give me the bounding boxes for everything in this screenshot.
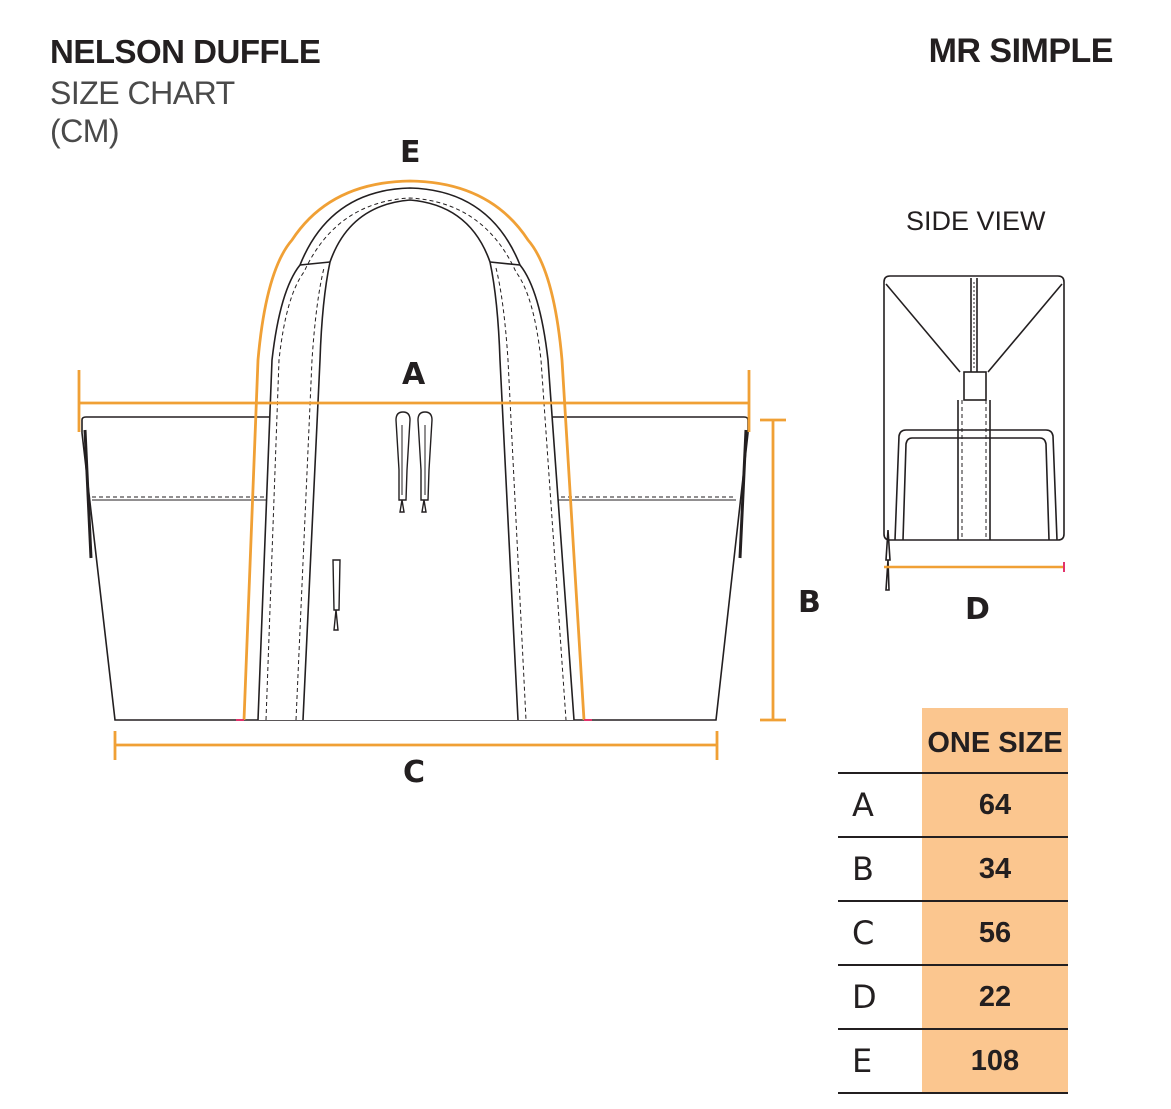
size-table-header-row: ONE SIZE [838, 708, 1068, 773]
zipper-pull-icon [332, 411, 433, 631]
row-value: 108 [922, 1029, 1068, 1093]
row-value: 22 [922, 965, 1068, 1029]
size-table-corner [838, 708, 922, 773]
brand-name: MR SIMPLE [928, 32, 1114, 70]
dimension-e-label: E [400, 135, 421, 170]
product-name: NELSON DUFFLE [50, 33, 321, 70]
table-row: D 22 [838, 965, 1068, 1029]
dimension-b-label: B [798, 585, 821, 620]
measurement-lines [77, 179, 786, 760]
bag-front-illustration [81, 187, 749, 721]
chart-subtitle: SIZE CHART [50, 74, 235, 111]
size-column-header: ONE SIZE [922, 708, 1068, 773]
row-label: E [852, 1042, 873, 1080]
row-label: C [852, 914, 875, 952]
units-label: (CM) [50, 112, 120, 149]
title-block: NELSON DUFFLE SIZE CHART (CM) [50, 32, 321, 150]
size-table: ONE SIZE A 64 B 34 C 56 D 22 E 108 [838, 708, 1068, 1094]
dimension-c-label: C [403, 755, 426, 790]
dimension-d-label: D [965, 592, 990, 627]
row-label: B [852, 850, 874, 888]
dimension-a-label: A [402, 357, 426, 392]
table-row: C 56 [838, 901, 1068, 965]
row-label: A [852, 786, 874, 824]
row-value: 56 [922, 901, 1068, 965]
table-row: E 108 [838, 1029, 1068, 1093]
bag-side-illustration [883, 275, 1065, 591]
row-value: 64 [922, 773, 1068, 837]
table-row: B 34 [838, 837, 1068, 901]
table-row: A 64 [838, 773, 1068, 837]
side-view-label: SIDE VIEW [906, 206, 1046, 236]
dimension-e-line [242, 179, 586, 721]
row-label: D [852, 978, 877, 1016]
row-value: 34 [922, 837, 1068, 901]
